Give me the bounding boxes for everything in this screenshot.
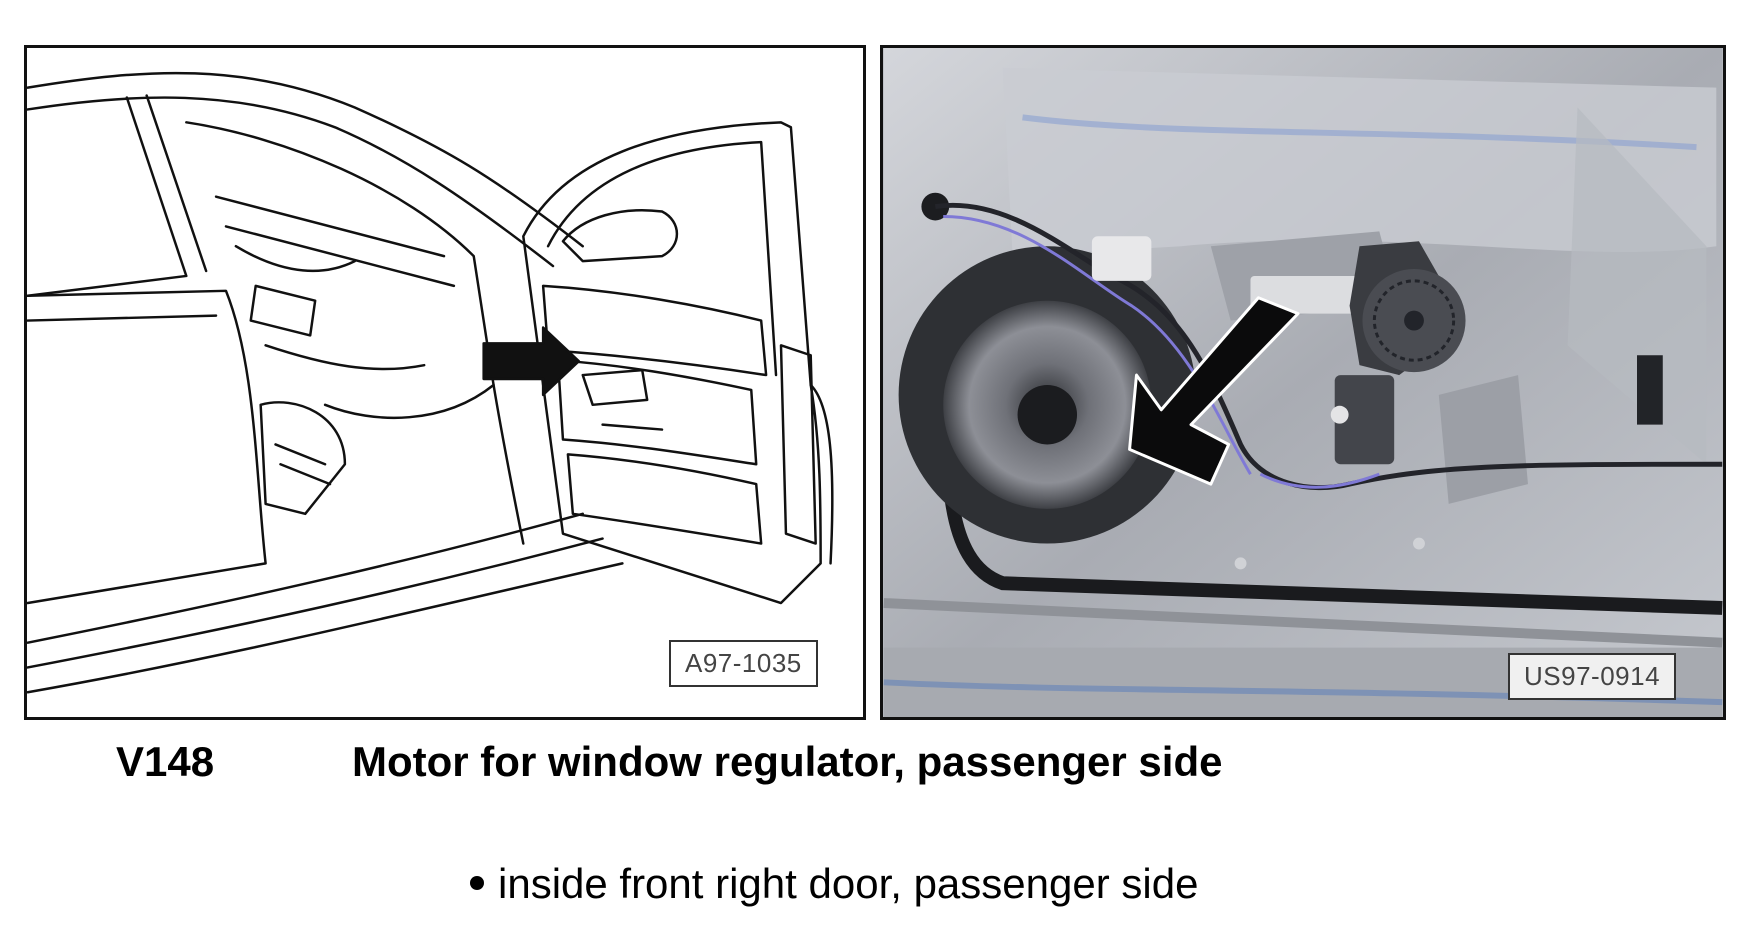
b-pillar bbox=[492, 383, 525, 545]
figure-photo: US97-0914 bbox=[880, 45, 1726, 720]
bullet-text: inside front right door, passenger side bbox=[498, 860, 1199, 907]
door-inner-panel-photo bbox=[883, 48, 1723, 717]
interior-dashboard bbox=[185, 121, 495, 420]
door-trim-panel bbox=[541, 284, 768, 377]
figure-label-right: US97-0914 bbox=[1508, 653, 1677, 700]
wire-harness bbox=[934, 202, 1723, 491]
car-door-line-drawing bbox=[27, 71, 834, 694]
car-roof-line bbox=[27, 71, 585, 248]
component-code: V148 bbox=[116, 738, 215, 785]
bullet-dot-icon bbox=[470, 875, 484, 890]
pointer-arrow bbox=[482, 326, 581, 397]
rear-window-frame bbox=[27, 96, 188, 298]
component-title: Motor for window regulator, passenger si… bbox=[352, 738, 1223, 785]
figure-label-left: A97-1035 bbox=[669, 640, 818, 687]
figure-line-drawing: A97-1035 bbox=[24, 45, 866, 720]
location-bullet: inside front right door, passenger side bbox=[470, 860, 1198, 908]
door-sill bbox=[27, 512, 585, 644]
seat-outline bbox=[259, 401, 347, 516]
door-mirror bbox=[561, 209, 678, 263]
rear-door-outline bbox=[27, 289, 267, 605]
pointer-arrow bbox=[1128, 296, 1300, 486]
open-door-frame bbox=[522, 121, 822, 605]
